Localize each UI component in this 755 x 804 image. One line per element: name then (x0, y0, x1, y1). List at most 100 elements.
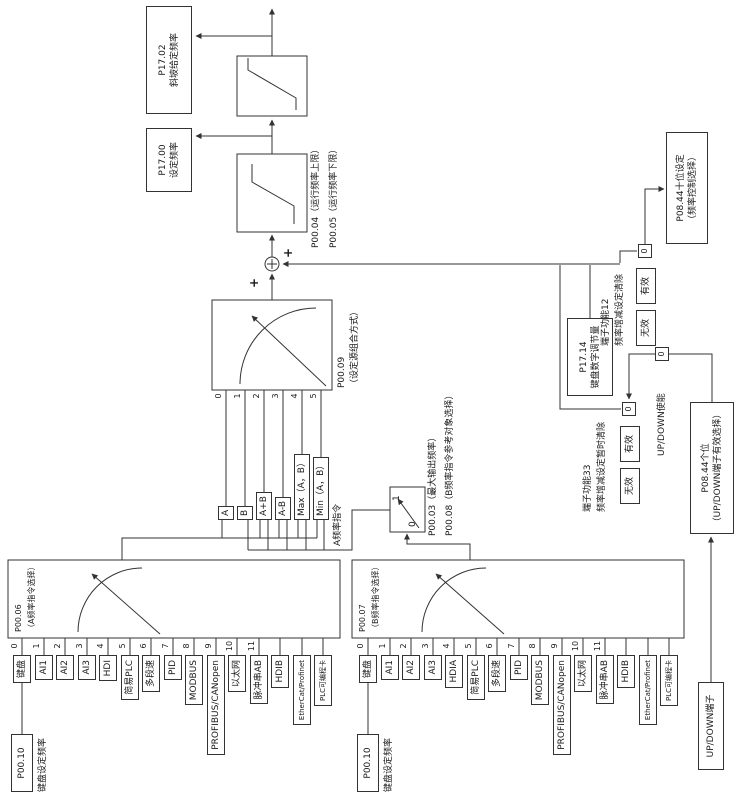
func12-invalid-box: 无效 (636, 310, 656, 346)
source-box: 键盘 (359, 655, 377, 684)
terminal-func12-code: 端子功能12 (601, 298, 611, 346)
lower-limit-label: P00.05（运行频率下限） (329, 144, 339, 248)
source-number: 0 (356, 643, 365, 649)
limiter-curve-icon (251, 164, 295, 224)
source-box: 脉冲串AB (596, 655, 614, 705)
ramp-frequency-code: P17.02 (157, 44, 168, 76)
terminal-func12-label: 频率增减设定清除 (615, 273, 625, 346)
func12-zero-box: 0 (638, 244, 652, 258)
combine-option-number: 3 (271, 393, 280, 399)
source-box: PROFIBUS/CANopen (553, 655, 571, 755)
combine-option-number: 1 (233, 393, 242, 399)
source-box: PID (164, 655, 182, 681)
p0003-label: P00.03（最大输出频率） (428, 432, 438, 536)
source-number: 6 (485, 643, 494, 649)
source-box: PID (510, 655, 528, 681)
source-box: AI3 (78, 655, 96, 680)
keypad-ref-a-box: P00.10 (11, 734, 33, 792)
source-box: 多段速 (142, 655, 160, 693)
source-box: 以太网 (574, 655, 592, 693)
updown-enable-zero-box: 0 (655, 347, 669, 361)
selector-a-code: P00.06 (14, 604, 23, 632)
source-box: 多段速 (488, 655, 506, 693)
source-number: 10 (225, 640, 234, 652)
terminal-func33-code: 端子功能33 (583, 464, 593, 512)
ramp-curve-icon (247, 58, 297, 110)
func33-valid-box: 有效 (620, 426, 640, 462)
source-number: 1 (378, 643, 387, 649)
updown-terminal-box: UP/DOWN端子 (698, 682, 724, 770)
source-box: AI3 (424, 655, 442, 680)
source-box: MODBUS (185, 655, 203, 706)
ramp-box (236, 55, 308, 117)
source-box: 以太网 (228, 655, 246, 693)
switch-pos-0: 0 (408, 521, 418, 527)
ramp-frequency-label: 斜坡给定频率 (169, 33, 180, 88)
combine-option-number: 2 (252, 393, 261, 399)
p0844-tens-label: （频率控制选择） (687, 152, 698, 225)
selector-b-box (351, 559, 685, 639)
source-number: 11 (247, 640, 256, 652)
keypad-ref-a-label: 键盘设定频率 (38, 737, 48, 792)
combiner-box (211, 299, 333, 391)
selector-b-code: P00.07 (358, 604, 367, 632)
source-box: HDIB (271, 655, 289, 688)
plus-icon (267, 259, 277, 269)
source-number: 7 (507, 643, 516, 649)
source-number: 2 (53, 643, 62, 649)
source-box: PROFIBUS/CANopen (207, 655, 225, 755)
selector-b-label: （B频率指令选择） (371, 562, 380, 633)
source-box: EtherCat/Profinet (293, 655, 311, 726)
wire-group (21, 8, 714, 734)
combiner-label: （设定源组合方式） (350, 306, 360, 388)
source-number: 6 (139, 643, 148, 649)
source-number: 0 (10, 643, 19, 649)
source-box: PLC可编程卡 (314, 655, 332, 707)
plus-sign: + (281, 247, 295, 258)
source-number: 2 (399, 643, 408, 649)
combine-option-box: Max（A，B） (294, 454, 310, 520)
combine-option-number: 0 (214, 393, 223, 399)
func33-invalid-box: 无效 (620, 468, 640, 504)
source-number: 8 (182, 643, 191, 649)
selector-a-arc-icon (77, 567, 143, 633)
source-box: AI1 (35, 655, 53, 680)
source-number: 11 (593, 640, 602, 652)
selector-b-arc-icon (421, 567, 487, 633)
source-box: HDIB (617, 655, 635, 688)
set-frequency-code: P17.00 (157, 144, 168, 176)
combiner-code: P00.09 (337, 356, 347, 388)
source-box: 键盘 (13, 655, 31, 684)
func12-valid-box: 有效 (636, 268, 656, 304)
source-box: AI1 (381, 655, 399, 680)
combine-option-number: 5 (309, 393, 318, 399)
combine-option-box: A+B (256, 492, 272, 520)
keypad-ref-b-box: P00.10 (357, 734, 379, 792)
b-reference-switch-box (389, 486, 426, 533)
source-number: 10 (571, 640, 580, 652)
func33-zero-box: 0 (622, 402, 636, 416)
set-frequency-box: P17.00 设定频率 (146, 128, 192, 192)
selector-a-wiper-icon (91, 573, 161, 635)
source-box: AI2 (402, 655, 420, 680)
combine-option-number: 4 (290, 393, 299, 399)
p0844-ones-box: P08.44个位 （UP/DOWN端子有效选择） (690, 402, 734, 534)
combine-option-box: Min（A，B） (313, 456, 329, 520)
updown-enable-label: UP/DOWN使能 (657, 393, 667, 456)
combiner-arc-icon (239, 307, 317, 385)
source-number: 9 (550, 643, 559, 649)
source-number: 3 (421, 643, 430, 649)
source-box: 脉冲串AB (250, 655, 268, 705)
p0844-ones-code: P08.44个位 (700, 443, 711, 493)
switch-wiper-icon (397, 498, 420, 529)
switch-pos-1: 1 (392, 495, 402, 501)
source-number: 4 (96, 643, 105, 649)
selector-a-label: （A频率指令选择） (27, 562, 36, 632)
selector-b-wiper-icon (435, 573, 505, 635)
source-number: 4 (442, 643, 451, 649)
selector-a-box (7, 559, 341, 639)
source-number: 7 (161, 643, 170, 649)
